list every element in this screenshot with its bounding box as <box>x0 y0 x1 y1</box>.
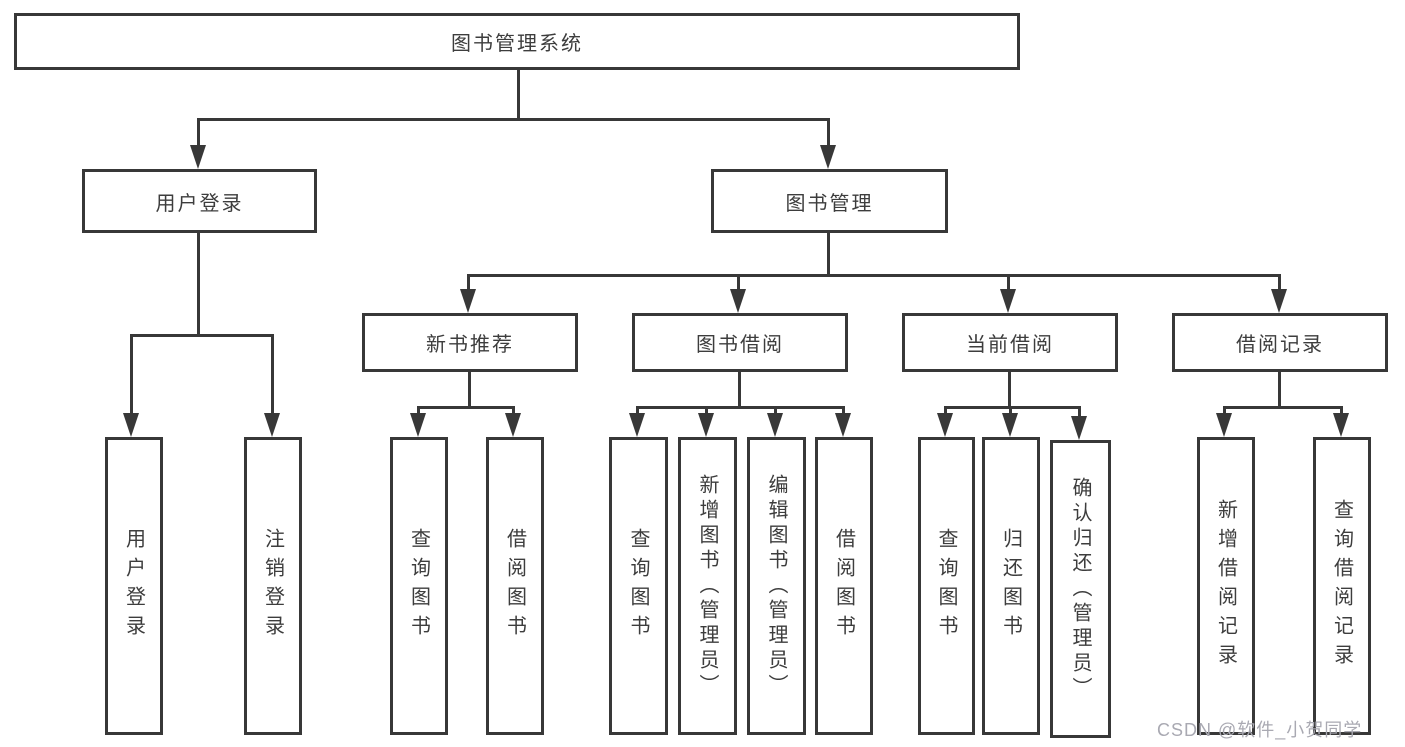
leaf-add-borrow-record: 新增借阅记录 <box>1197 437 1255 735</box>
arrowhead-leaf-login <box>123 413 139 437</box>
connector-g3-branch <box>944 406 1081 409</box>
arrowhead-g1-borrow <box>505 413 521 437</box>
arrowhead-current-borrow <box>1000 289 1016 313</box>
leaf-add-books-admin: 新增图书（管理员） <box>678 437 737 735</box>
leaf-borrow-books-2: 借阅图书 <box>815 437 873 735</box>
arrowhead-g3-return <box>1002 413 1018 437</box>
connector-g1-stem <box>468 372 471 408</box>
leaf-borrow-books-1: 借阅图书 <box>486 437 544 735</box>
connector-level2-branch <box>197 118 830 121</box>
leaf-logout: 注销登录 <box>244 437 302 735</box>
arrowhead-g2-query <box>629 413 645 437</box>
arrowhead-leaf-logout <box>264 413 280 437</box>
arrowhead-g3-query <box>937 413 953 437</box>
arrowhead-new-book-recommend <box>460 289 476 313</box>
leaf-query-books-1: 查询图书 <box>390 437 448 735</box>
connector-g2-branch <box>636 406 845 409</box>
arrowhead-g2-borrow <box>835 413 851 437</box>
node-book-borrow: 图书借阅 <box>632 313 848 372</box>
leaf-query-borrow-record: 查询借阅记录 <box>1313 437 1371 735</box>
arrowhead-borrow-records <box>1271 289 1287 313</box>
connector-g2-stem <box>738 372 741 408</box>
node-root-library-system: 图书管理系统 <box>14 13 1020 70</box>
leaf-user-login: 用户登录 <box>105 437 163 735</box>
arrowhead-g2-add <box>698 413 714 437</box>
csdn-watermark: CSDN @软件_小贺同学 <box>1157 720 1363 740</box>
leaf-query-books-3: 查询图书 <box>918 437 975 735</box>
node-user-login: 用户登录 <box>82 169 317 233</box>
node-new-book-recommend: 新书推荐 <box>362 313 578 372</box>
connector-g3-stem <box>1008 372 1011 408</box>
leaf-confirm-return-admin: 确认归还（管理员） <box>1050 440 1111 738</box>
connector-user-branch <box>130 334 274 337</box>
connector-drop-mgmt <box>827 118 830 152</box>
connector-drop-user <box>197 118 200 152</box>
connector-drop-g1 <box>467 274 470 296</box>
arrowhead-book-management <box>820 145 836 169</box>
connector-mgmt-stem <box>827 233 830 276</box>
connector-level3-branch <box>467 274 1281 277</box>
connector-drop-leaf-logout <box>271 334 274 420</box>
connector-g1-branch <box>417 406 515 409</box>
connector-g4-branch <box>1223 406 1343 409</box>
node-current-borrow: 当前借阅 <box>902 313 1118 372</box>
leaf-return-books: 归还图书 <box>982 437 1040 735</box>
arrowhead-user-login <box>190 145 206 169</box>
arrowhead-g4-query-record <box>1333 413 1349 437</box>
leaf-edit-books-admin: 编辑图书（管理员） <box>747 437 806 735</box>
connector-drop-g3 <box>1007 274 1010 296</box>
connector-drop-leaf-login <box>130 334 133 420</box>
connector-user-stem <box>197 233 200 336</box>
arrowhead-g3-confirm <box>1071 416 1087 440</box>
connector-g3-drop3 <box>1078 406 1081 420</box>
connector-drop-g2 <box>737 274 740 296</box>
connector-root-stem <box>517 70 520 121</box>
node-borrow-records: 借阅记录 <box>1172 313 1388 372</box>
arrowhead-book-borrow <box>730 289 746 313</box>
leaf-query-books-2: 查询图书 <box>609 437 668 735</box>
connector-g4-stem <box>1278 372 1281 408</box>
arrowhead-g4-add-record <box>1216 413 1232 437</box>
connector-drop-g4 <box>1278 274 1281 296</box>
arrowhead-g1-query <box>410 413 426 437</box>
arrowhead-g2-edit <box>767 413 783 437</box>
node-book-management: 图书管理 <box>711 169 948 233</box>
